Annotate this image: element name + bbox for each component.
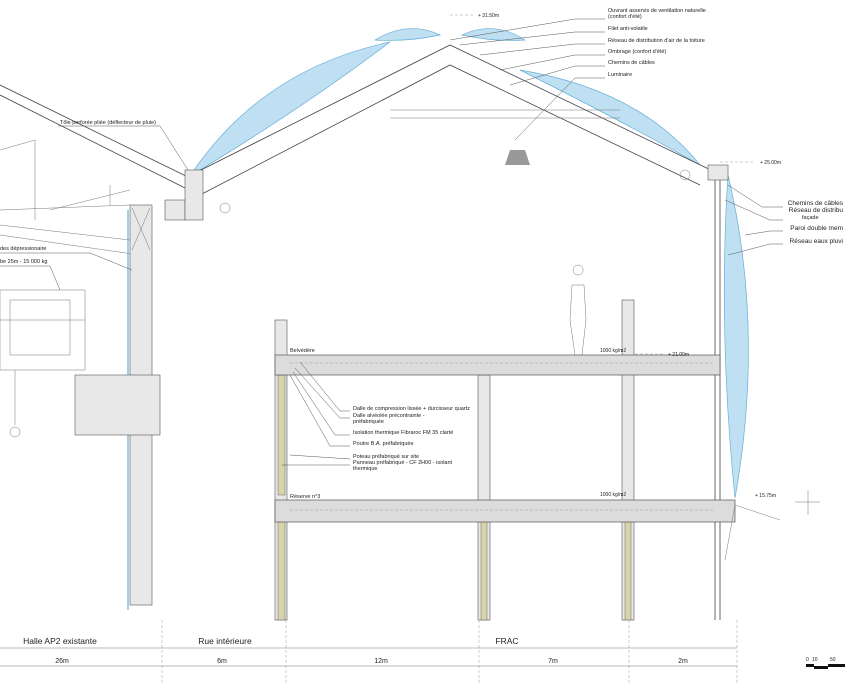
scale-label: 10 <box>812 657 818 663</box>
level-upper-floor: + 21.00m <box>668 352 689 358</box>
dim-7m: 7m <box>548 658 558 665</box>
steel-column-left <box>74 199 186 610</box>
annotation: be 25m - 15 000 kg <box>0 259 47 265</box>
annotation: Chemins de câbles <box>788 200 844 207</box>
load-upper: 1000 kg/m2 <box>600 348 626 354</box>
annotation: Ouvrant asservis de ventilation naturell… <box>608 8 706 14</box>
annotation: Filet anti-volatile <box>608 26 648 32</box>
etfe-roof-cushions <box>189 28 749 499</box>
scale-label: 50 <box>830 657 836 663</box>
annotation: préfabriquée <box>353 419 384 425</box>
annotation: Poteau préfabriqué sur site <box>353 454 419 460</box>
roof-annotations: Ouvrant asservis de ventilation naturell… <box>449 8 706 141</box>
level-ridge: + 31.50m <box>478 13 499 19</box>
annotation: Dalle alvéolée précontrainte - <box>353 413 425 419</box>
zone-frac: FRAC <box>495 636 518 646</box>
annotation: Réseau de distribu <box>789 207 844 214</box>
person-silhouette <box>569 264 587 356</box>
load-lower: 1000 kg/m2 <box>600 492 626 498</box>
annotation: Poutre B.A. préfabriquée <box>353 441 414 447</box>
dim-26m: 26m <box>55 658 69 665</box>
scale-label: 0 <box>806 657 809 663</box>
frac-structure <box>274 180 781 621</box>
north-cross-icon <box>795 490 820 515</box>
luminaire-icon <box>505 150 530 165</box>
dim-12m: 12m <box>374 658 388 665</box>
floor-annotations: Dalle de compression lissée + durcisseur… <box>282 361 470 472</box>
level-lower-floor: + 15.75m <box>755 493 776 499</box>
annotation: Isolation thermique Fibraroc FM 35 clart… <box>353 430 453 436</box>
annotation: Paroi double mem <box>790 225 843 232</box>
annotation: Réseau de distribution d'air de la toitu… <box>608 38 705 44</box>
level-eave: + 25.00m <box>760 160 781 166</box>
hall-annotations: Tôle perforée pliée (déflecteur de pluie… <box>0 120 189 291</box>
dim-2m: 2m <box>678 658 688 665</box>
annotation: des dépressionaire <box>0 246 46 252</box>
crane <box>0 289 86 438</box>
room-belvedere: Belvédère <box>290 348 315 354</box>
facade-annotations: Chemins de câbles Réseau de distribu faç… <box>724 184 844 256</box>
zone-rue: Rue intérieure <box>198 636 252 646</box>
annotation: Panneau préfabriqué - CF 2H00 - isolant <box>353 460 453 466</box>
annotation: Dalle de compression lissée + durcisseur… <box>353 406 470 412</box>
annotation: (confort d'été) <box>608 14 642 20</box>
zone-halle: Halle AP2 existante <box>23 636 97 646</box>
annotation: Tôle perforée pliée (déflecteur de pluie… <box>60 120 156 126</box>
annotation: thermique <box>353 466 377 472</box>
level-markers: + 31.50m + 25.00m + 21.00m + 15.75m <box>450 13 820 515</box>
annotation: façade <box>802 215 819 221</box>
annotation: Ombrage (confort d'été) <box>608 49 666 55</box>
frac-roof <box>184 44 729 221</box>
annotation: Réseau eaux pluvi <box>790 238 843 245</box>
annotation: Luminaire <box>608 72 632 78</box>
dimension-strip: Halle AP2 existante Rue intérieure FRAC … <box>0 620 738 684</box>
scale-bar: 0 10 50 <box>806 657 845 669</box>
room-reserve: Réserve n°3 <box>290 494 320 500</box>
dim-6m: 6m <box>217 658 227 665</box>
existing-hall-truss <box>0 84 191 256</box>
annotation: Chemins de câbles <box>608 60 655 66</box>
